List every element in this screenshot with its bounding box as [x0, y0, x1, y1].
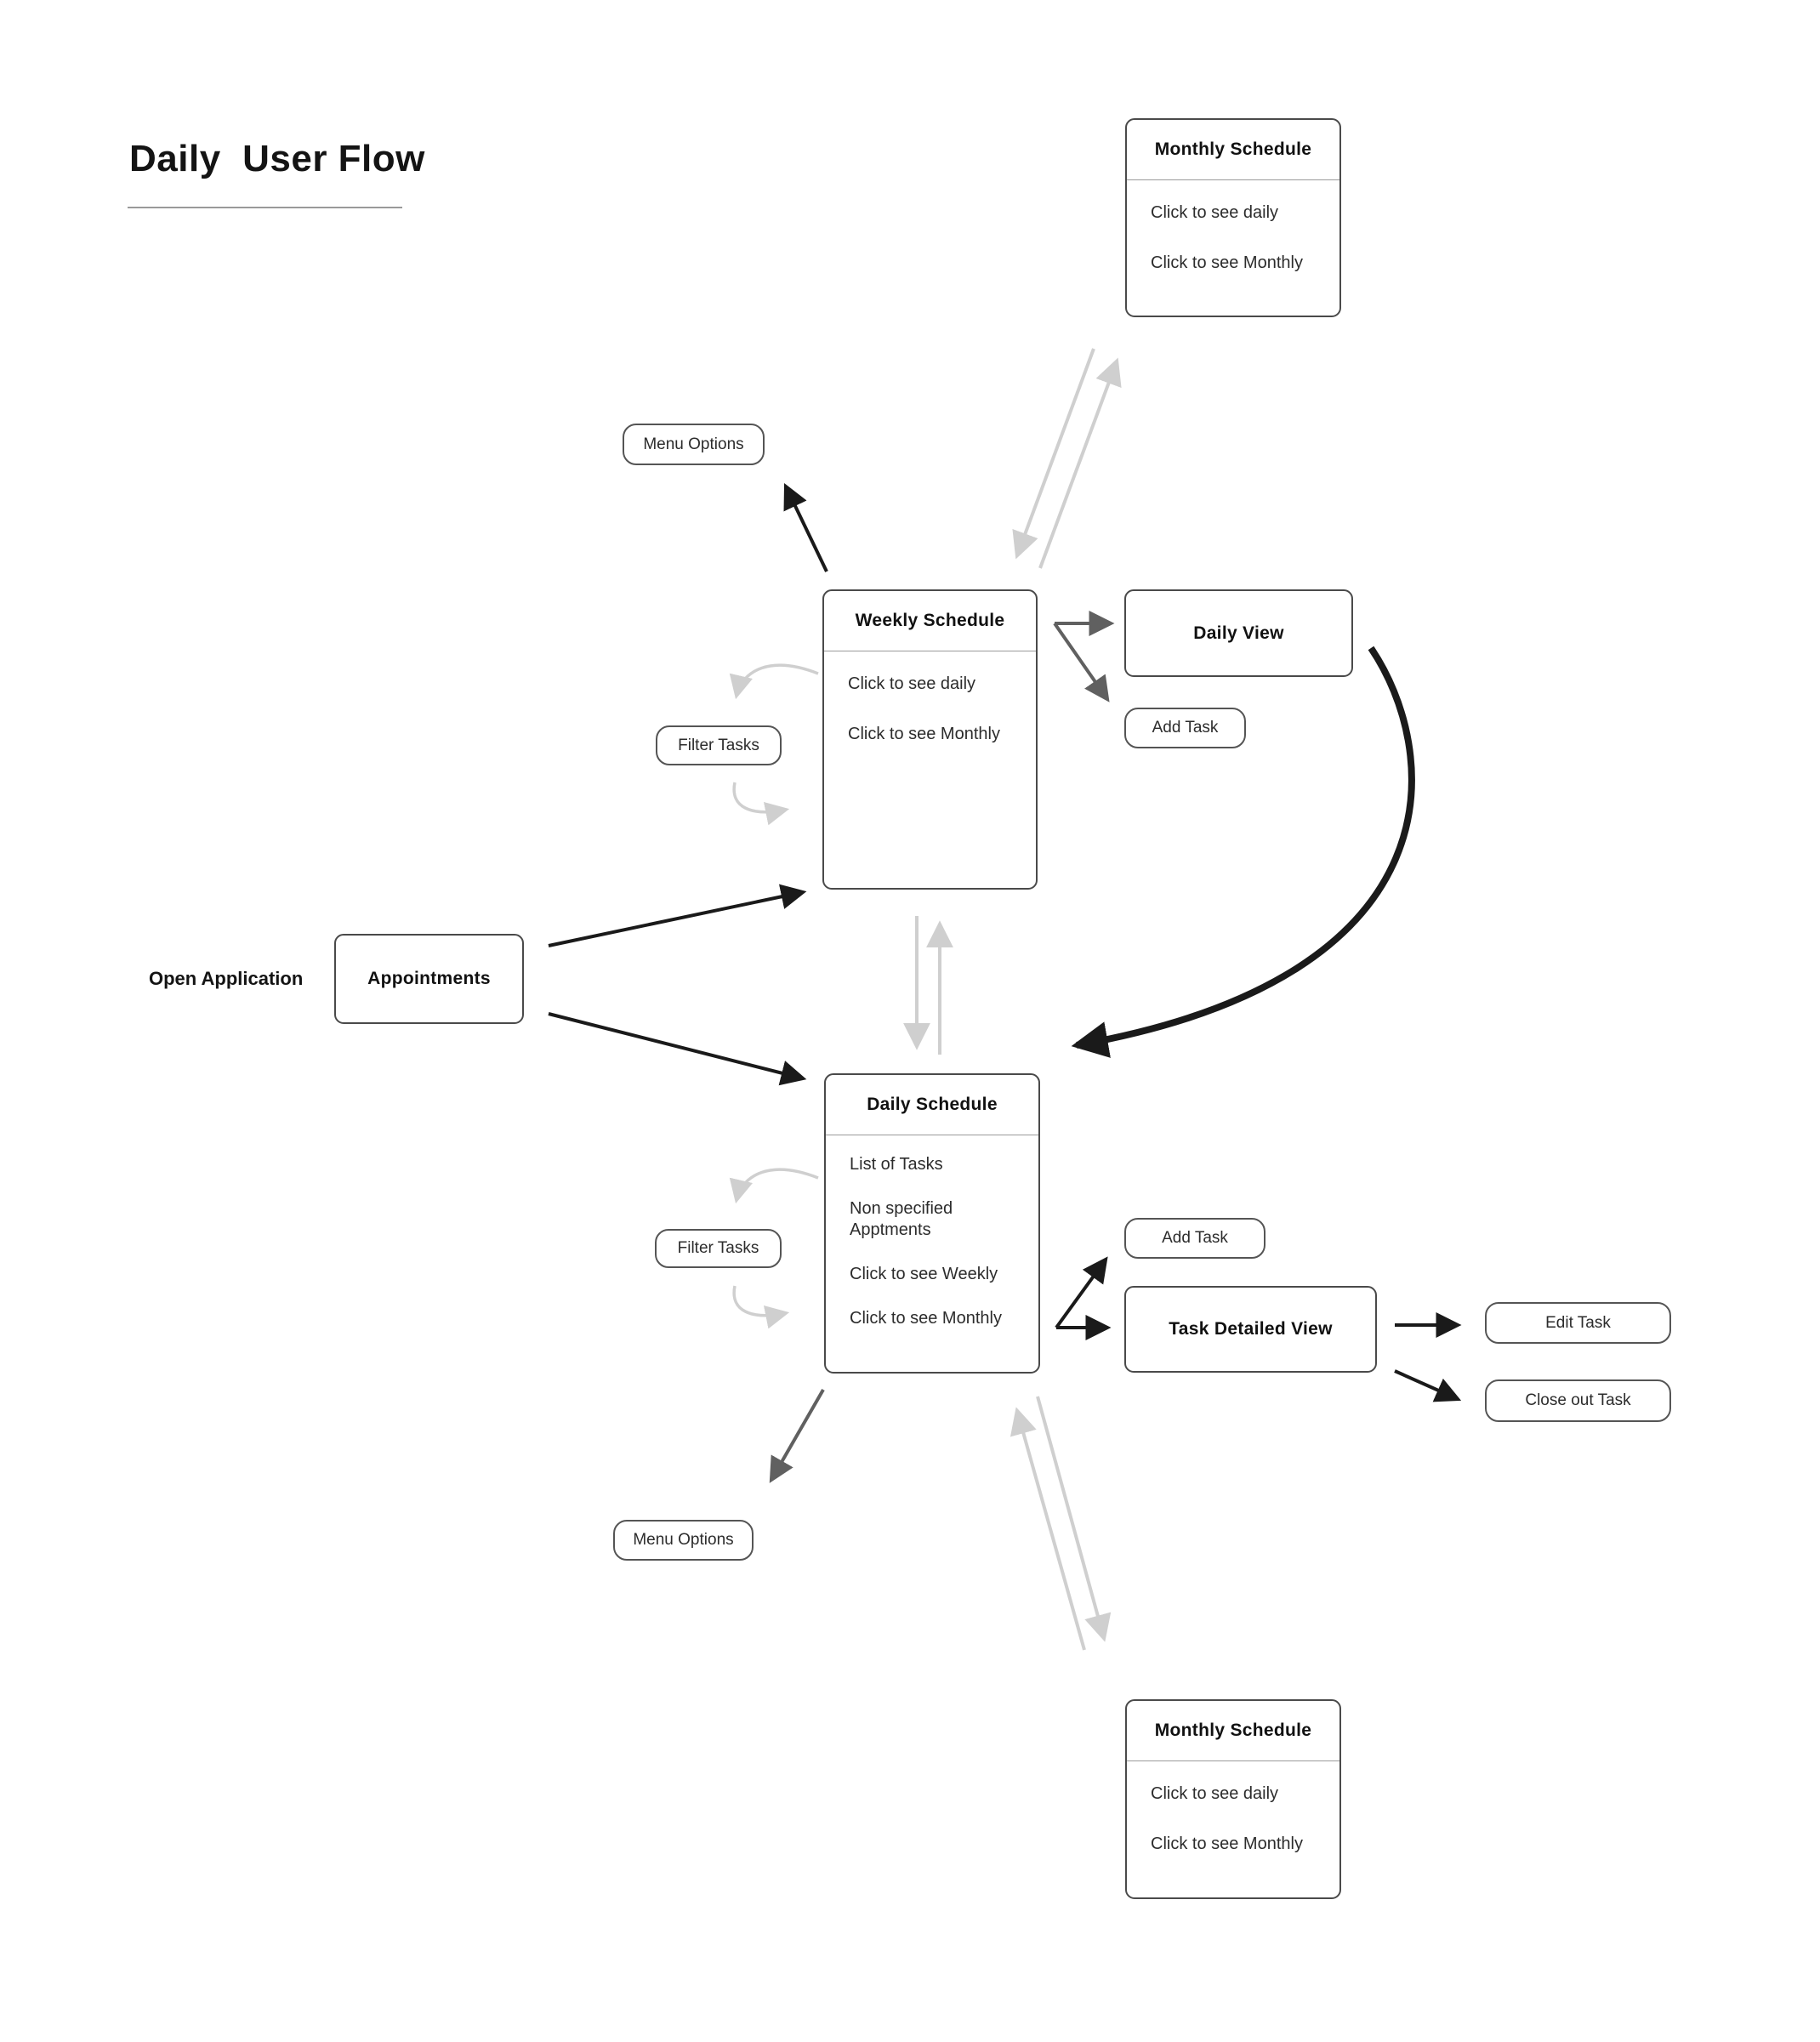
node-body: Click to see daily Click to see Monthly [1127, 1761, 1339, 1855]
pill-edit-task: Edit Task [1485, 1302, 1671, 1344]
node-monthly-schedule-top: Monthly Schedule Click to see daily Clic… [1125, 118, 1341, 317]
node-body: Click to see daily Click to see Monthly [824, 651, 1036, 745]
pill-filter-tasks-bottom: Filter Tasks [655, 1229, 782, 1268]
node-item: Click to see daily [1151, 203, 1279, 222]
arrow-filter-tasks-bottom-return [732, 1285, 790, 1329]
node-monthly-schedule-bottom: Monthly Schedule Click to see daily Clic… [1125, 1699, 1341, 1899]
node-item: Non specified Apptments [850, 1199, 953, 1239]
arrow-weekly-to-monthly-top [1038, 357, 1122, 569]
pill-filter-tasks-top: Filter Tasks [656, 725, 782, 765]
node-body: Click to see daily Click to see Monthly [1127, 180, 1339, 274]
page-title: Daily User Flow [129, 138, 425, 179]
arrow-task-detail-to-close-out-task [1394, 1369, 1462, 1402]
node-title: Monthly Schedule [1127, 1701, 1339, 1761]
arrow-monthly-top-to-weekly [1012, 348, 1095, 560]
arrow-filter-tasks-top-return [732, 782, 790, 826]
node-item: Click to see daily [848, 674, 976, 693]
node-task-detailed-view: Task Detailed View [1124, 1286, 1377, 1373]
pill-add-task-top: Add Task [1124, 708, 1246, 748]
pill-close-out-task: Close out Task [1485, 1379, 1671, 1422]
node-daily-schedule: Daily Schedule List of Tasks Non specifi… [824, 1073, 1040, 1374]
arrow-weekly-to-filter-tasks-top [729, 663, 819, 700]
node-item: Click to see Monthly [850, 1309, 1002, 1328]
node-weekly-schedule: Weekly Schedule Click to see daily Click… [822, 589, 1038, 890]
title-underline [128, 207, 402, 208]
arrow-daily-to-menu-options-bottom [769, 1389, 825, 1483]
node-daily-view: Daily View [1124, 589, 1353, 677]
node-item: Click to see Monthly [1151, 1834, 1303, 1853]
arrow-daily-to-monthly-bottom [1036, 1396, 1112, 1642]
node-item: Click to see Monthly [1151, 253, 1303, 272]
node-item: Click to see daily [1151, 1784, 1279, 1803]
node-body: List of Tasks Non specified Apptments Cl… [826, 1135, 1038, 1329]
open-application-label: Open Application [149, 968, 304, 989]
arrow-weekly-to-add-task-top [1053, 622, 1110, 702]
node-appointments: Appointments [334, 934, 524, 1024]
pill-menu-options-top: Menu Options [623, 424, 765, 465]
node-title: Weekly Schedule [824, 591, 1036, 651]
arrow-monthly-bottom-to-daily [1010, 1407, 1086, 1651]
node-item: List of Tasks [850, 1155, 943, 1174]
arrow-appointments-to-weekly [548, 884, 807, 947]
node-item: Click to see Weekly [850, 1265, 998, 1283]
pill-add-task-bottom: Add Task [1124, 1218, 1265, 1259]
arrow-daily-to-add-task-bottom [1055, 1256, 1108, 1329]
node-title: Daily Schedule [826, 1075, 1038, 1135]
arrow-appointments-to-daily [548, 1012, 807, 1086]
arrow-weekly-to-menu-options-top [783, 482, 828, 572]
pill-menu-options-bottom: Menu Options [613, 1520, 754, 1561]
node-title: Monthly Schedule [1127, 120, 1339, 180]
arrow-daily-to-filter-tasks-bottom [729, 1168, 819, 1204]
arrow-daily-view-to-daily-schedule-curve [1071, 646, 1415, 1058]
node-item: Click to see Monthly [848, 725, 1000, 743]
